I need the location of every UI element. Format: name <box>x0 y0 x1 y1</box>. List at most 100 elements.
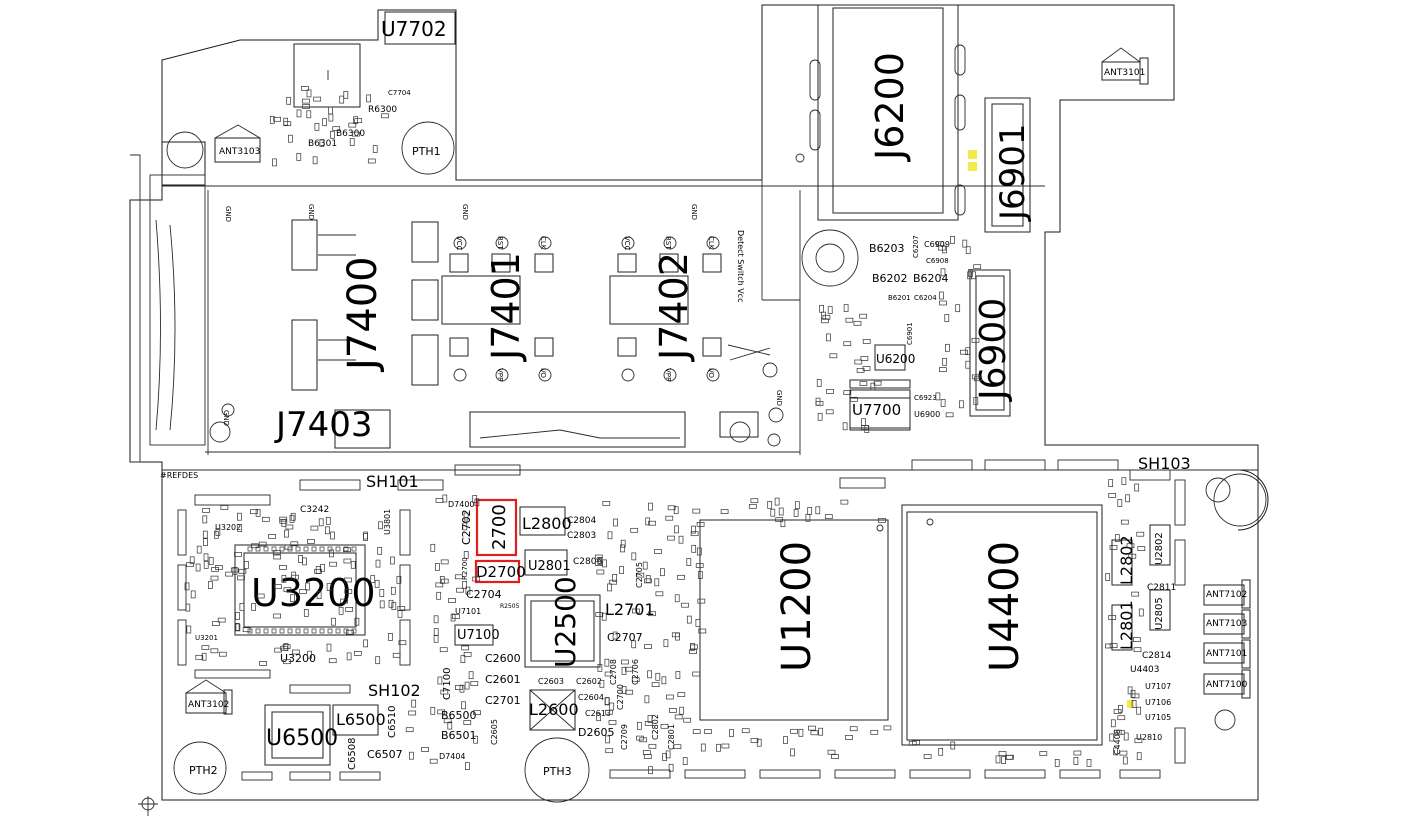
label-pth3: PTH3 <box>543 765 572 778</box>
label-c6204: C6204 <box>914 294 937 302</box>
label-d7404: D7404 <box>439 752 466 761</box>
smd-pad <box>938 747 944 756</box>
smd-pad <box>377 546 383 555</box>
smd-pad <box>348 122 357 128</box>
smd-pad <box>244 561 249 569</box>
smd-pad <box>366 94 371 103</box>
smd-pad <box>396 575 402 584</box>
smd-pad <box>604 697 610 705</box>
smd-pad <box>391 602 397 610</box>
smd-pad <box>648 520 656 526</box>
smd-pad <box>447 721 453 730</box>
label-u3200-small: U3200 <box>280 652 316 665</box>
smd-pad <box>604 658 610 667</box>
smd-pad <box>625 666 633 672</box>
smd-pad <box>644 578 652 584</box>
smd-pad <box>748 504 757 509</box>
smd-pad <box>654 578 660 587</box>
lower-section <box>138 397 1251 816</box>
smd-pad <box>295 546 301 552</box>
label-clk-a: CLK <box>539 236 547 250</box>
smd-pad <box>810 730 819 736</box>
label-c2803: C2803 <box>567 531 596 541</box>
smd-pad <box>459 684 465 693</box>
label-ant3101: ANT3101 <box>1104 68 1145 78</box>
label-b6500: B6500 <box>441 709 477 722</box>
smd-pad <box>959 400 964 409</box>
smd-pad <box>962 239 968 248</box>
smd-pad <box>648 502 653 511</box>
smd-pad <box>602 501 611 506</box>
label-r2505: R2505 <box>500 603 520 610</box>
smd-pad <box>398 640 407 646</box>
label-d2700: D2700 <box>476 563 526 581</box>
smd-pad <box>778 507 784 516</box>
label-u7101: U7101 <box>455 607 481 616</box>
smd-pad <box>287 546 293 552</box>
smd-pad <box>274 584 282 589</box>
label-c6901: C6901 <box>906 322 914 345</box>
smd-pad <box>279 546 285 552</box>
smd-pad <box>374 579 380 588</box>
smd-pad <box>1134 483 1140 492</box>
smd-pad <box>1001 756 1006 764</box>
smd-pad <box>352 131 360 137</box>
smd-pad <box>620 544 625 553</box>
smd-pad <box>460 655 466 663</box>
smd-pad <box>327 546 333 552</box>
smd-pad <box>285 524 294 530</box>
smd-pad <box>390 586 396 595</box>
medium-labels: ANT3103 ANT3101 ANT3102 ANT7102 ANT7103 … <box>160 68 1248 778</box>
smd-pad <box>237 575 245 581</box>
smd-pad <box>998 751 1007 756</box>
smd-pad <box>291 571 297 580</box>
smd-pad <box>1109 643 1118 648</box>
smd-pad <box>625 689 634 695</box>
smd-pad <box>845 735 853 740</box>
smd-pad <box>435 563 440 571</box>
smd-pad <box>235 612 240 620</box>
smd-pad <box>218 651 227 657</box>
smd-pad <box>663 639 669 648</box>
label-io-b: I/O <box>707 368 715 378</box>
smd-pad <box>296 153 302 161</box>
smd-pad <box>826 389 834 394</box>
smd-pad <box>859 313 868 319</box>
smd-pad <box>665 750 671 759</box>
smd-pad <box>960 349 968 355</box>
smd-pad <box>269 116 275 124</box>
smd-pad <box>1119 750 1128 756</box>
smd-pad <box>343 546 349 552</box>
smd-pad <box>647 715 653 723</box>
smd-pad <box>247 546 253 552</box>
smd-pad <box>461 645 470 651</box>
smd-pad <box>1120 519 1129 525</box>
smd-pad <box>654 549 662 554</box>
smd-pad <box>631 677 640 683</box>
smd-pad <box>619 566 624 574</box>
label-gnd-f: GND <box>775 390 783 406</box>
label-c2801: C2801 <box>667 724 676 750</box>
smd-pad <box>816 379 822 387</box>
smd-pad <box>370 575 376 583</box>
smd-pad <box>667 535 675 541</box>
smd-pad <box>870 382 876 391</box>
smd-pad <box>700 743 706 752</box>
label-rst-b: RST <box>664 236 672 250</box>
smd-pad <box>716 743 721 752</box>
highlight-labels: 2700 D2700 <box>476 504 526 581</box>
smd-pad <box>645 517 651 526</box>
smd-pad <box>1136 531 1145 537</box>
smd-pad <box>692 508 701 514</box>
label-u7107: U7107 <box>1145 682 1171 691</box>
smd-pad <box>271 546 277 552</box>
smd-pad <box>392 652 401 658</box>
smd-pad <box>655 672 661 681</box>
smd-pad <box>644 644 652 649</box>
smd-pad <box>435 498 444 503</box>
small-labels: C7704 R6300 B6300 B6301 C6909 C6908 C620… <box>195 89 1171 761</box>
smd-pad <box>208 557 214 565</box>
smd-pad <box>283 587 292 593</box>
smd-pad <box>290 512 296 521</box>
label-u3200: U3200 <box>251 571 376 615</box>
